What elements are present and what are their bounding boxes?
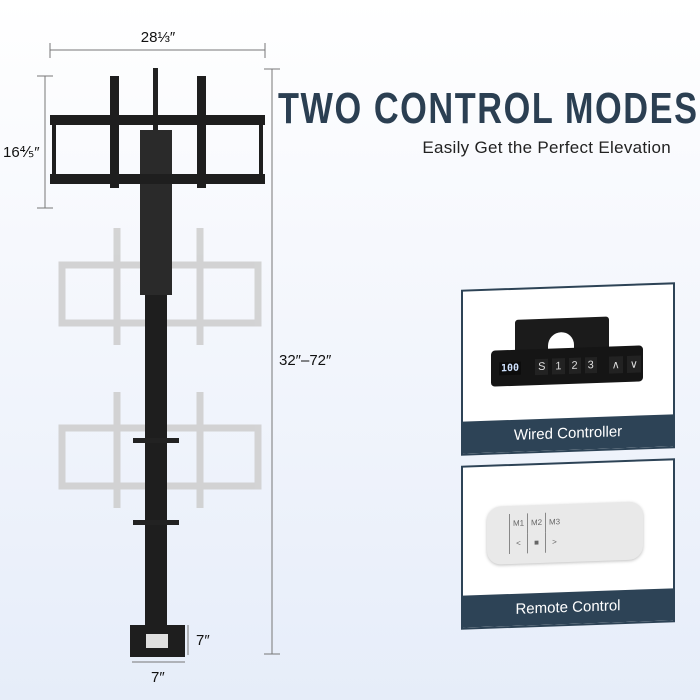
remote-control-image: M1 M2 M3 < ■ >	[463, 460, 673, 595]
height-range-label: 32″–72″	[279, 352, 332, 369]
key-m3: M3	[545, 512, 563, 533]
key-s: S	[535, 358, 549, 376]
remote-control-card: M1 M2 M3 < ■ > Remote Control	[461, 458, 675, 630]
key-1: 1	[552, 358, 565, 375]
base-label	[146, 634, 168, 648]
tv-mount-bracket	[50, 76, 265, 188]
width-dimension-label: 28⅓″	[141, 29, 176, 46]
top-rod	[153, 68, 158, 130]
key-m1: M1	[509, 513, 527, 535]
bracket-height-label: 16⅘″	[3, 144, 40, 161]
left-arrow-icon: <	[509, 533, 527, 555]
wired-controller-image: 100 S 1 2 3 ∧ ∨	[463, 284, 673, 421]
stop-icon: ■	[527, 532, 545, 554]
controller-display: 100	[499, 361, 522, 375]
page-subtitle: Easily Get the Perfect Elevation	[422, 138, 671, 157]
dimension-lines	[37, 43, 280, 663]
base-height-label: 7″	[196, 632, 210, 649]
up-arrow-icon: ∧	[608, 355, 623, 374]
wired-controller-card: 100 S 1 2 3 ∧ ∨ Wired Controller	[461, 282, 675, 456]
key-2: 2	[568, 357, 581, 374]
base-width-label: 7″	[151, 669, 165, 686]
key-3: 3	[584, 356, 597, 374]
down-arrow-icon: ∨	[626, 354, 641, 373]
page-title: TWO CONTROL MODES	[278, 84, 699, 133]
key-m2: M2	[527, 512, 545, 534]
lift-column-upper	[140, 130, 172, 295]
right-arrow-icon: >	[545, 532, 563, 553]
